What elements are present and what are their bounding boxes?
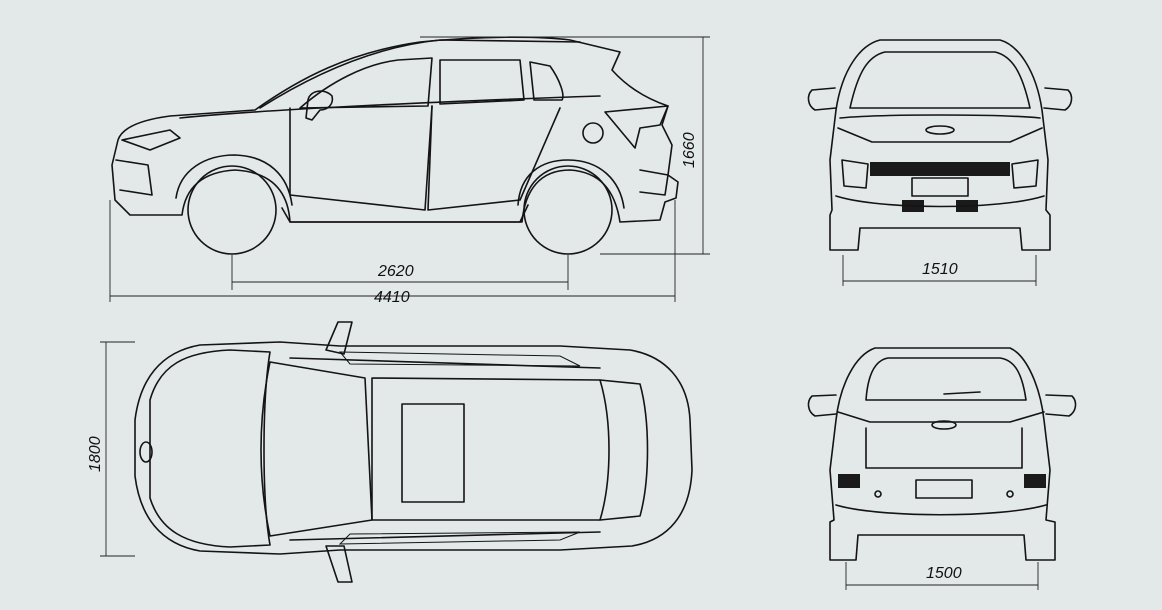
front-mirror-left (807, 87, 837, 111)
side-headlight (121, 129, 181, 151)
top-rear-window (599, 379, 649, 521)
top-roof-rail-upper (289, 357, 601, 369)
rear-reflector-left (838, 474, 860, 488)
top-roof-rail-lower (289, 531, 601, 541)
top-windshield (260, 361, 373, 537)
top-front-logo (139, 441, 153, 463)
side-rear-window (439, 59, 525, 105)
front-bumper-line (835, 195, 1045, 208)
side-taillight (604, 105, 669, 149)
rear-exhaust-right (1006, 490, 1014, 498)
side-front-wheel (187, 165, 277, 255)
side-view (111, 36, 679, 255)
side-rear-arch (517, 159, 625, 209)
rear-reflector-right (1024, 474, 1046, 488)
side-front-window (299, 57, 433, 109)
front-headlight-bar (837, 127, 1043, 143)
rear-track-dimension: 1500 (845, 562, 1039, 590)
top-side-window-upper (338, 351, 581, 367)
top-hood (149, 349, 271, 548)
front-grille (870, 162, 1010, 176)
rear-exhaust-left (874, 490, 882, 498)
side-mirror (305, 90, 334, 121)
front-logo (925, 125, 955, 135)
height-label: 1660 (681, 132, 698, 168)
rear-plate (915, 479, 973, 499)
side-front-bumper (115, 159, 153, 196)
top-roof (371, 377, 610, 521)
rear-view (807, 347, 1077, 561)
front-mirror-right (1043, 87, 1073, 111)
top-sunroof (401, 403, 465, 503)
rear-mirror-right (1045, 394, 1077, 417)
rear-mirror-left (807, 394, 837, 417)
front-hood-line (839, 114, 1041, 119)
side-body-outline (111, 36, 679, 223)
front-track-dimension: 1510 (842, 255, 1037, 286)
front-view (807, 39, 1073, 251)
side-rear-bumper (639, 169, 669, 196)
rear-logo (931, 420, 957, 430)
width-dimension: 1800 (87, 341, 135, 557)
rear-wiper (943, 391, 981, 395)
front-body-outline (829, 39, 1051, 251)
rear-tailgate (865, 427, 1023, 469)
side-quarter-window (529, 61, 564, 101)
side-roof-rail (259, 39, 581, 109)
front-windshield (849, 51, 1031, 109)
top-mirror-upper (325, 321, 353, 355)
wheelbase-label: 2620 (377, 263, 414, 280)
rear-body-outline (829, 347, 1056, 561)
side-dimensions: 2620 4410 1660 (109, 36, 710, 306)
rear-window (865, 357, 1027, 401)
side-rear-wheel (523, 165, 613, 255)
width-label: 1800 (87, 436, 104, 472)
top-view (134, 321, 693, 583)
top-side-window-lower (338, 531, 581, 545)
side-rear-door (427, 105, 561, 211)
front-fog-left (841, 159, 869, 189)
length-label: 4410 (374, 289, 410, 306)
side-body-line (179, 95, 601, 119)
side-front-door (289, 105, 433, 211)
side-fuel-cap (582, 122, 604, 144)
rear-track-label: 1500 (926, 565, 962, 582)
front-track-label: 1510 (922, 261, 958, 278)
side-front-arch (175, 154, 293, 206)
top-mirror-lower (325, 545, 353, 583)
rear-bumper-line (835, 504, 1047, 516)
front-fog-right (1011, 159, 1039, 189)
front-plate (911, 177, 969, 197)
top-body-outline (134, 341, 693, 555)
